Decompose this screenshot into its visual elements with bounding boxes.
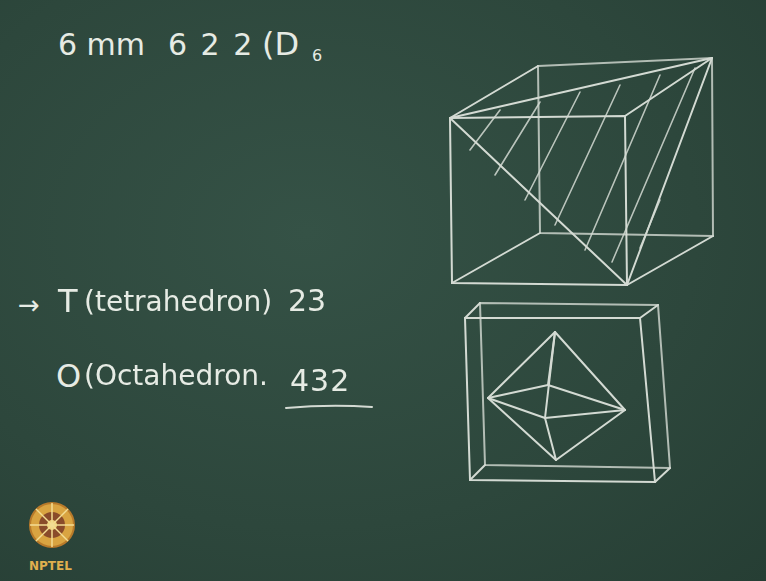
cube-back-face — [480, 303, 670, 468]
point-group-label: (D — [262, 28, 299, 60]
logo-text: NPTEL — [29, 560, 72, 572]
group-name: (Octahedron. — [84, 362, 268, 390]
symmetry-label: 6 2 2 — [168, 30, 254, 60]
symmetry-label: 23 — [288, 286, 326, 316]
point-group-label: T — [58, 285, 78, 317]
group-name: (tetrahedron) — [84, 288, 272, 316]
nptel-logo — [30, 503, 74, 547]
plane-hatching — [470, 68, 695, 262]
symmetry-label: 432 — [290, 366, 350, 396]
cube-back-face — [538, 58, 713, 236]
cube-front-face — [465, 318, 655, 482]
subscript: 6 — [312, 48, 322, 64]
point-group-label: O — [56, 360, 81, 392]
octahedron — [488, 332, 625, 460]
underline — [286, 406, 372, 408]
symmetry-label: 6 mm — [58, 30, 145, 60]
arrow-mark: → — [18, 292, 40, 318]
